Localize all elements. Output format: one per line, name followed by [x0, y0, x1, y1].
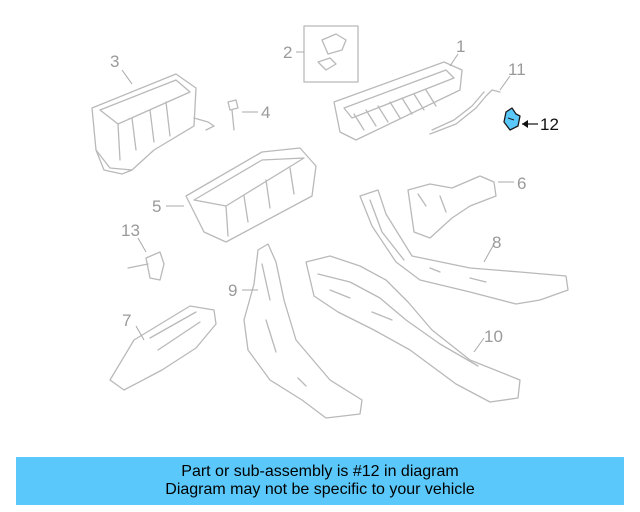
info-banner: Part or sub-assembly is #12 in diagram D…: [16, 457, 624, 505]
callout-8-leader: [483, 243, 495, 263]
banner-line-1: Part or sub-assembly is #12 in diagram: [181, 463, 459, 480]
callout-6: 6: [517, 174, 526, 193]
callout-11: 11: [508, 60, 526, 79]
callout-2: 2: [283, 43, 292, 62]
callout-3: 3: [110, 52, 119, 71]
part-8-floor-duct: [359, 189, 569, 305]
part-7-small-duct: [109, 305, 217, 391]
part-3-duct-housing: [91, 73, 215, 175]
part-1-vent-grille: [333, 61, 463, 141]
part-9-side-duct: [243, 243, 363, 419]
callout-12-arrowhead: [522, 120, 528, 128]
banner-line-2: Diagram may not be specific to your vehi…: [165, 481, 475, 498]
part-13-sensor: [127, 251, 165, 281]
callout-8: 8: [492, 233, 501, 252]
callout-10: 10: [484, 327, 503, 346]
part-2-clips-box: [303, 25, 359, 83]
callout-13-leader: [137, 237, 147, 253]
part-5-duct-frame: [185, 147, 317, 243]
callout-3-leader: [121, 69, 133, 85]
callout-1: 1: [456, 37, 465, 56]
callout-9: 9: [228, 281, 237, 300]
part-4-screw: [227, 99, 239, 131]
callout-7-leader: [135, 325, 145, 341]
callout-7: 7: [122, 311, 131, 330]
part-11-hose: [429, 89, 501, 135]
part-10-long-duct: [305, 255, 521, 403]
callout-12: 12: [540, 115, 559, 134]
callout-1-leader: [449, 53, 459, 67]
callout-13: 13: [121, 221, 140, 240]
part-6-bracket: [407, 175, 497, 239]
parts-diagram: 3 2 1 4 11 12 5: [91, 25, 569, 419]
callout-11-leader: [499, 75, 511, 91]
callout-10-leader: [473, 337, 485, 353]
callout-4: 4: [261, 103, 270, 122]
callout-5: 5: [152, 197, 161, 216]
part-12-grommet: [503, 107, 521, 131]
